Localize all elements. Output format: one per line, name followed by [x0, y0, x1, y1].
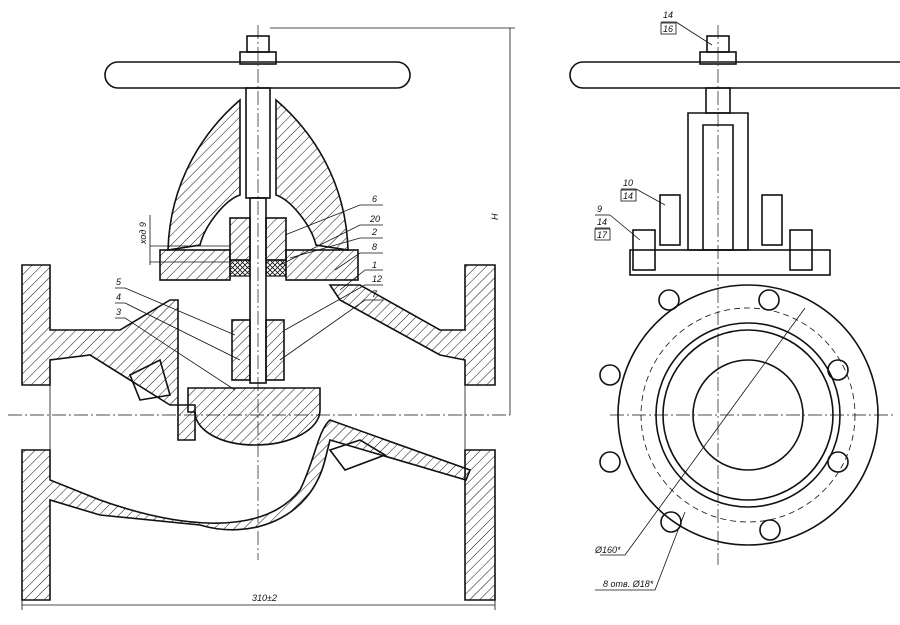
handwheel — [104, 61, 411, 89]
callout-10: 10 — [623, 178, 633, 188]
callout-6: 6 — [372, 194, 377, 204]
callout-20: 20 — [369, 214, 380, 224]
callout-7: 7 — [372, 289, 378, 299]
bonnet-yoke-left — [167, 98, 241, 251]
right-flange-lower — [464, 449, 496, 601]
bolt-circle-label: Ø160* — [594, 545, 621, 555]
dimension-h-label: H — [490, 213, 500, 220]
callout-4: 4 — [116, 292, 121, 302]
holes-label: 8 отв. Ø18* — [603, 579, 654, 589]
valve-disc — [187, 387, 321, 446]
front-view: H ход 9 310±2 6 20 2 8 1 12 7 — [8, 25, 515, 610]
stem-top — [246, 35, 270, 53]
side-view: Ø160* 8 отв. Ø18* 14 16 10 14 9 14 17 — [569, 10, 900, 591]
callout-9: 9 — [597, 204, 602, 214]
callout-2: 2 — [371, 227, 377, 237]
stroke-dimension-label: ход 9 — [138, 222, 148, 245]
bolt-circle — [640, 307, 856, 523]
length-dimension-label: 310±2 — [252, 593, 277, 603]
bonnet-yoke-right — [275, 98, 349, 251]
side-handwheel — [569, 61, 900, 89]
callouts-left: 5 4 3 — [115, 277, 241, 391]
callout-17: 17 — [597, 230, 608, 240]
callout-8: 8 — [372, 242, 377, 252]
callout-1: 1 — [372, 260, 377, 270]
body-right-wall — [328, 264, 496, 386]
callout-14-left: 14 — [597, 217, 607, 227]
flange-outer-circle — [617, 284, 879, 546]
body-lower-wall — [21, 419, 472, 601]
callout-3: 3 — [116, 307, 121, 317]
callout-14-top: 14 — [663, 10, 673, 20]
callout-5: 5 — [116, 277, 122, 287]
callout-12: 12 — [372, 274, 382, 284]
body-left-wall — [21, 264, 196, 441]
callout-14-upper: 14 — [623, 191, 633, 201]
callouts-right: 6 20 2 8 1 12 7 — [279, 194, 383, 361]
callout-16-top: 16 — [663, 24, 673, 34]
